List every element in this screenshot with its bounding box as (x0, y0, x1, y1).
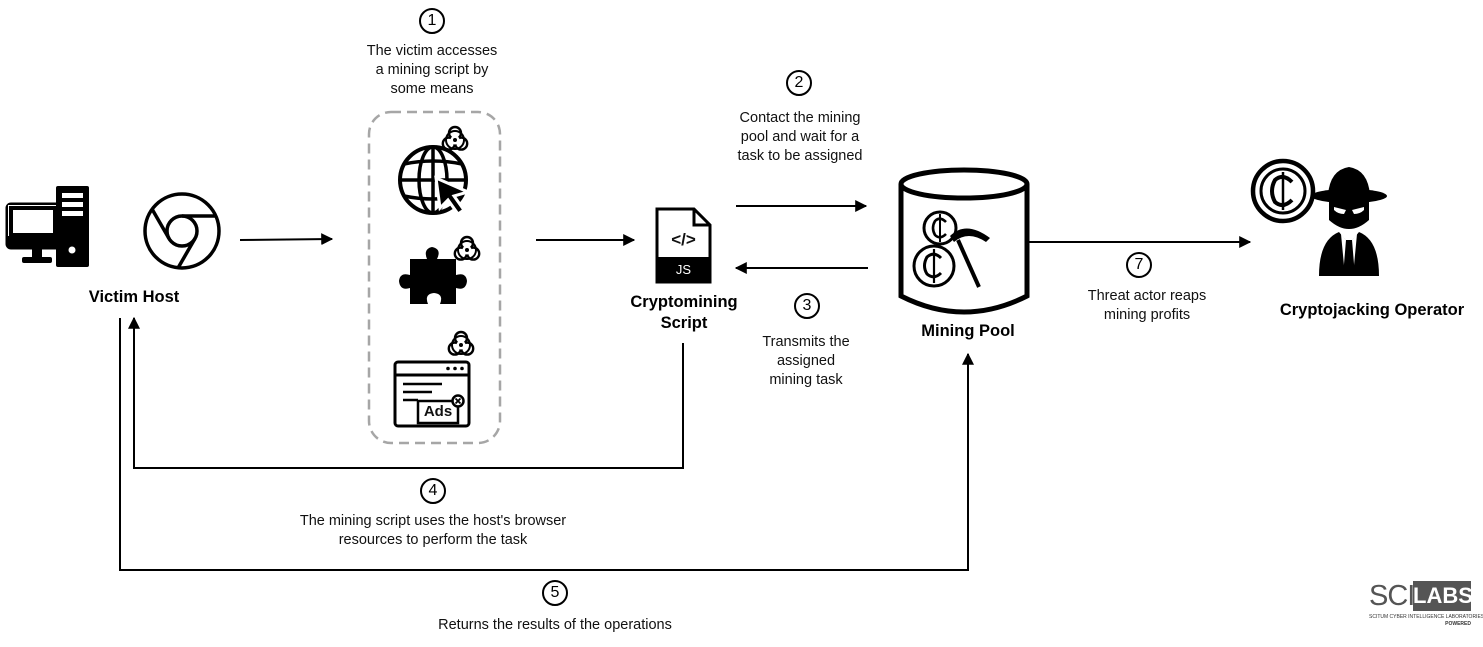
ads-text: Ads (423, 403, 453, 420)
malicious-extension-icon (399, 235, 481, 304)
step-5-line-1: Returns the results of the operations (438, 617, 672, 633)
logo-right-text: LABS (1413, 581, 1473, 611)
js-badge: JS (675, 262, 692, 277)
step-number-3: 3 (794, 293, 820, 319)
step-7-line-1: Threat actor reaps (1087, 288, 1207, 304)
mining-pool-label: Mining Pool (921, 322, 1015, 340)
step-1-line-1: The victim accesses (366, 43, 498, 59)
step-1-line-3: some means (390, 81, 474, 97)
step-3-line-2: assigned (776, 353, 836, 369)
logo-subtitle: SCITUM CYBER INTELLIGENCE LABORATORIES (1369, 614, 1483, 620)
step-2-line-2: pool and wait for a (740, 129, 860, 145)
arrow-script-to-host (128, 316, 684, 469)
js-file-icon (655, 207, 712, 284)
crypto-coin-icon (1250, 158, 1316, 224)
mining-pool-database-icon (898, 167, 1030, 315)
step-7-line-2: mining profits (1103, 307, 1191, 323)
step-4-line-2: resources to perform the task (338, 532, 528, 548)
step-number-1: 1 (419, 8, 445, 34)
cryptomining-script-label-line2: Script (660, 314, 708, 332)
step-number-4: 4 (420, 478, 446, 504)
logo-powered: POWERED (1445, 621, 1471, 627)
step-2-line-3: task to be assigned (737, 148, 863, 164)
cryptomining-script-label-line1: Cryptomining (630, 293, 738, 311)
step-2-line-1: Contact the mining (739, 110, 861, 126)
arrow-host-to-pool (119, 318, 974, 571)
step-4-line-1: The mining script uses the host's browse… (299, 513, 567, 529)
arrow-host-to-vectors (239, 233, 334, 246)
logo-left-text: SCI (1369, 580, 1415, 612)
cryptojacking-operator-label: Cryptojacking Operator (1279, 301, 1465, 319)
hacker-icon (1311, 167, 1387, 276)
victim-host-label: Victim Host (88, 288, 180, 306)
malicious-ads-icon (393, 330, 475, 428)
step-3-line-1: Transmits the (762, 334, 850, 350)
step-3-line-3: mining task (769, 372, 843, 388)
scilabs-logo: SCI LABS SCITUM CYBER INTELLIGENCE LABOR… (1369, 580, 1483, 634)
desktop-computer-icon (5, 186, 89, 267)
attack-vectors-box (367, 110, 502, 445)
malicious-website-icon (398, 125, 473, 217)
js-code-glyph: </> (671, 230, 696, 249)
step-number-5: 5 (542, 580, 568, 606)
chrome-browser-icon (143, 192, 221, 270)
step-number-2: 2 (786, 70, 812, 96)
step-number-7: 7 (1126, 252, 1152, 278)
step-1-line-2: a mining script by (375, 62, 489, 78)
